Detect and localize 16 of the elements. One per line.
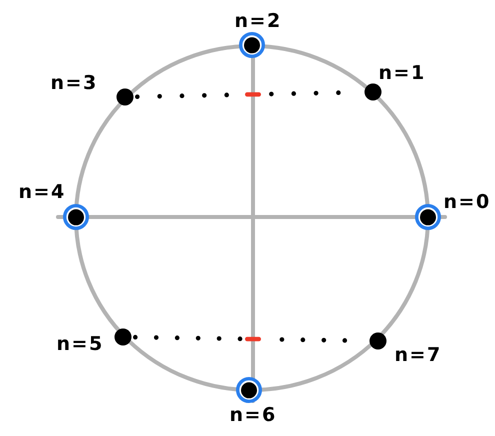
point-label: n=0 xyxy=(444,191,491,213)
ringed-point-marker xyxy=(415,204,441,230)
point-marker xyxy=(116,88,134,106)
point-label: n=6 xyxy=(230,404,277,426)
point-label: n=4 xyxy=(18,181,66,203)
point-label: n=7 xyxy=(394,344,442,366)
ringed-point-marker xyxy=(236,377,262,403)
point-label: n=5 xyxy=(56,333,104,355)
point-marker xyxy=(114,328,132,346)
point-marker xyxy=(364,83,382,101)
point-label: n=1 xyxy=(378,62,426,84)
ringed-point-marker xyxy=(63,204,89,230)
ringed-point-marker xyxy=(239,32,265,58)
point-label: n=2 xyxy=(234,10,282,32)
point-label: n=3 xyxy=(50,72,98,94)
point-marker xyxy=(369,332,387,350)
